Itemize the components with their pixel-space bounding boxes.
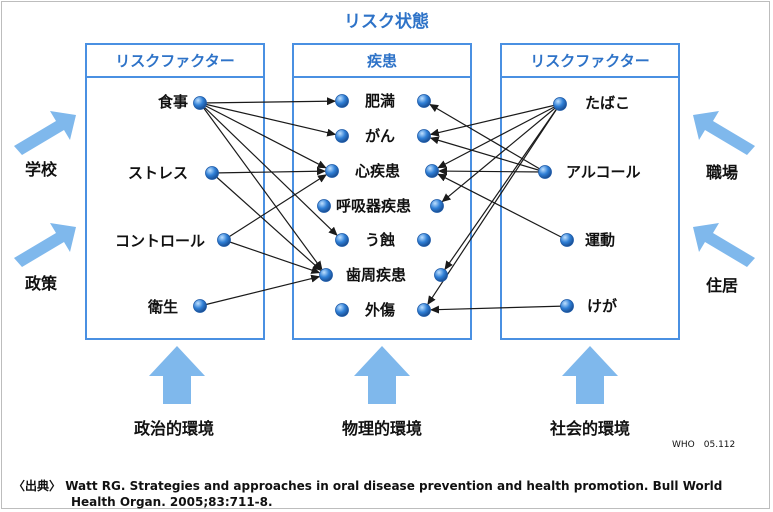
disease-caries: う蝕: [365, 231, 396, 249]
arrow-political-up-icon: [149, 346, 205, 404]
disease-left-node-2: [325, 164, 339, 178]
side-label-policy: 政策: [25, 274, 58, 293]
disease-right-node-5: [434, 268, 448, 282]
right-item-exercise: 運動: [585, 231, 616, 249]
who-code: WHO 05.112: [672, 440, 736, 450]
left-item-control: コントロール: [114, 232, 205, 250]
connector-left-7: [223, 174, 327, 241]
arrow-workplace-icon: [693, 111, 755, 155]
left-item-stress: ストレス: [127, 164, 188, 182]
arrow-housing-icon: [693, 223, 755, 267]
left-node-2: [217, 233, 231, 247]
right-item-tobacco: たばこ: [585, 94, 631, 112]
right-box-header: リスクファクター: [502, 45, 678, 78]
right-item-alcohol: アルコール: [566, 163, 641, 181]
disease-cancer: がん: [365, 127, 396, 145]
connector-right-9: [429, 305, 568, 314]
side-label-housing: 住居: [706, 276, 739, 295]
left-box-header: リスクファクター: [87, 45, 263, 78]
connector-right-1: [437, 103, 561, 169]
disease-box-header: 疾患: [294, 45, 470, 78]
left-node-0: [193, 96, 207, 110]
side-label-school: 学校: [25, 160, 58, 179]
connector-right-5: [429, 104, 546, 173]
disease-left-node-0: [335, 94, 349, 108]
diagram-title: リスク状態: [344, 12, 429, 32]
disease-obesity: 肥満: [365, 92, 396, 110]
connector-left-5: [211, 167, 327, 176]
connector-right-6: [429, 136, 546, 173]
connector-right-2: [441, 103, 561, 203]
right-item-accident: けが: [587, 297, 618, 315]
disease-right-node-3: [430, 199, 444, 213]
disease-periodontal: 歯周疾患: [346, 266, 407, 284]
connector-left-3: [199, 102, 338, 236]
arrow-physical-up-icon: [354, 346, 410, 404]
connector-right-7: [437, 167, 546, 176]
connector-left-1: [199, 102, 337, 137]
right-node-0: [553, 97, 567, 111]
disease-heart: 心疾患: [355, 162, 401, 180]
env-social: 社会的環境: [549, 419, 630, 438]
left-node-1: [205, 166, 219, 180]
disease-left-node-6: [335, 303, 349, 317]
side-label-workplace: 職場: [706, 163, 739, 182]
right-risk-factor-box: リスクファクター: [500, 43, 680, 340]
arrow-social-up-icon: [562, 346, 618, 404]
connector-left-0: [199, 97, 337, 106]
disease-right-node-6: [417, 303, 431, 317]
env-physical: 物理的環境: [341, 419, 422, 438]
connector-left-9: [199, 274, 321, 307]
right-node-3: [560, 299, 574, 313]
connector-left-4: [199, 102, 323, 271]
disease-left-node-4: [335, 233, 349, 247]
connector-right-0: [429, 103, 561, 137]
left-risk-factor-box: リスクファクター: [85, 43, 265, 340]
connector-right-4: [427, 103, 561, 305]
disease-left-node-5: [319, 268, 333, 282]
connector-right-3: [444, 103, 561, 271]
connector-right-8: [437, 173, 568, 241]
connector-left-2: [199, 102, 327, 169]
source-citation: 〈出典〉 Watt RG. Strategies and approaches …: [13, 478, 763, 510]
disease-left-node-3: [317, 199, 331, 213]
connector-left-8: [223, 239, 321, 274]
right-node-2: [560, 233, 574, 247]
disease-right-node-1: [417, 129, 431, 143]
env-political: 政治的環境: [133, 419, 214, 438]
left-item-diet: 食事: [157, 93, 188, 111]
arrow-school-icon: [14, 111, 76, 155]
disease-right-node-2: [425, 164, 439, 178]
left-item-hygiene: 衛生: [147, 298, 178, 316]
arrow-policy-icon: [14, 223, 76, 267]
disease-right-node-0: [417, 94, 431, 108]
disease-box: 疾患: [292, 43, 472, 340]
disease-right-node-4: [417, 233, 431, 247]
disease-left-node-1: [335, 129, 349, 143]
right-node-1: [538, 165, 552, 179]
source-prefix: 〈出典〉: [13, 479, 62, 493]
connector-left-6: [211, 172, 322, 271]
disease-injury: 外傷: [365, 301, 396, 319]
source-line-1: Watt RG. Strategies and approaches in or…: [65, 479, 723, 493]
disease-respiratory: 呼吸器疾患: [336, 197, 412, 215]
left-node-3: [193, 299, 207, 313]
source-line-2: Health Organ. 2005;83:711-8.: [71, 495, 273, 509]
